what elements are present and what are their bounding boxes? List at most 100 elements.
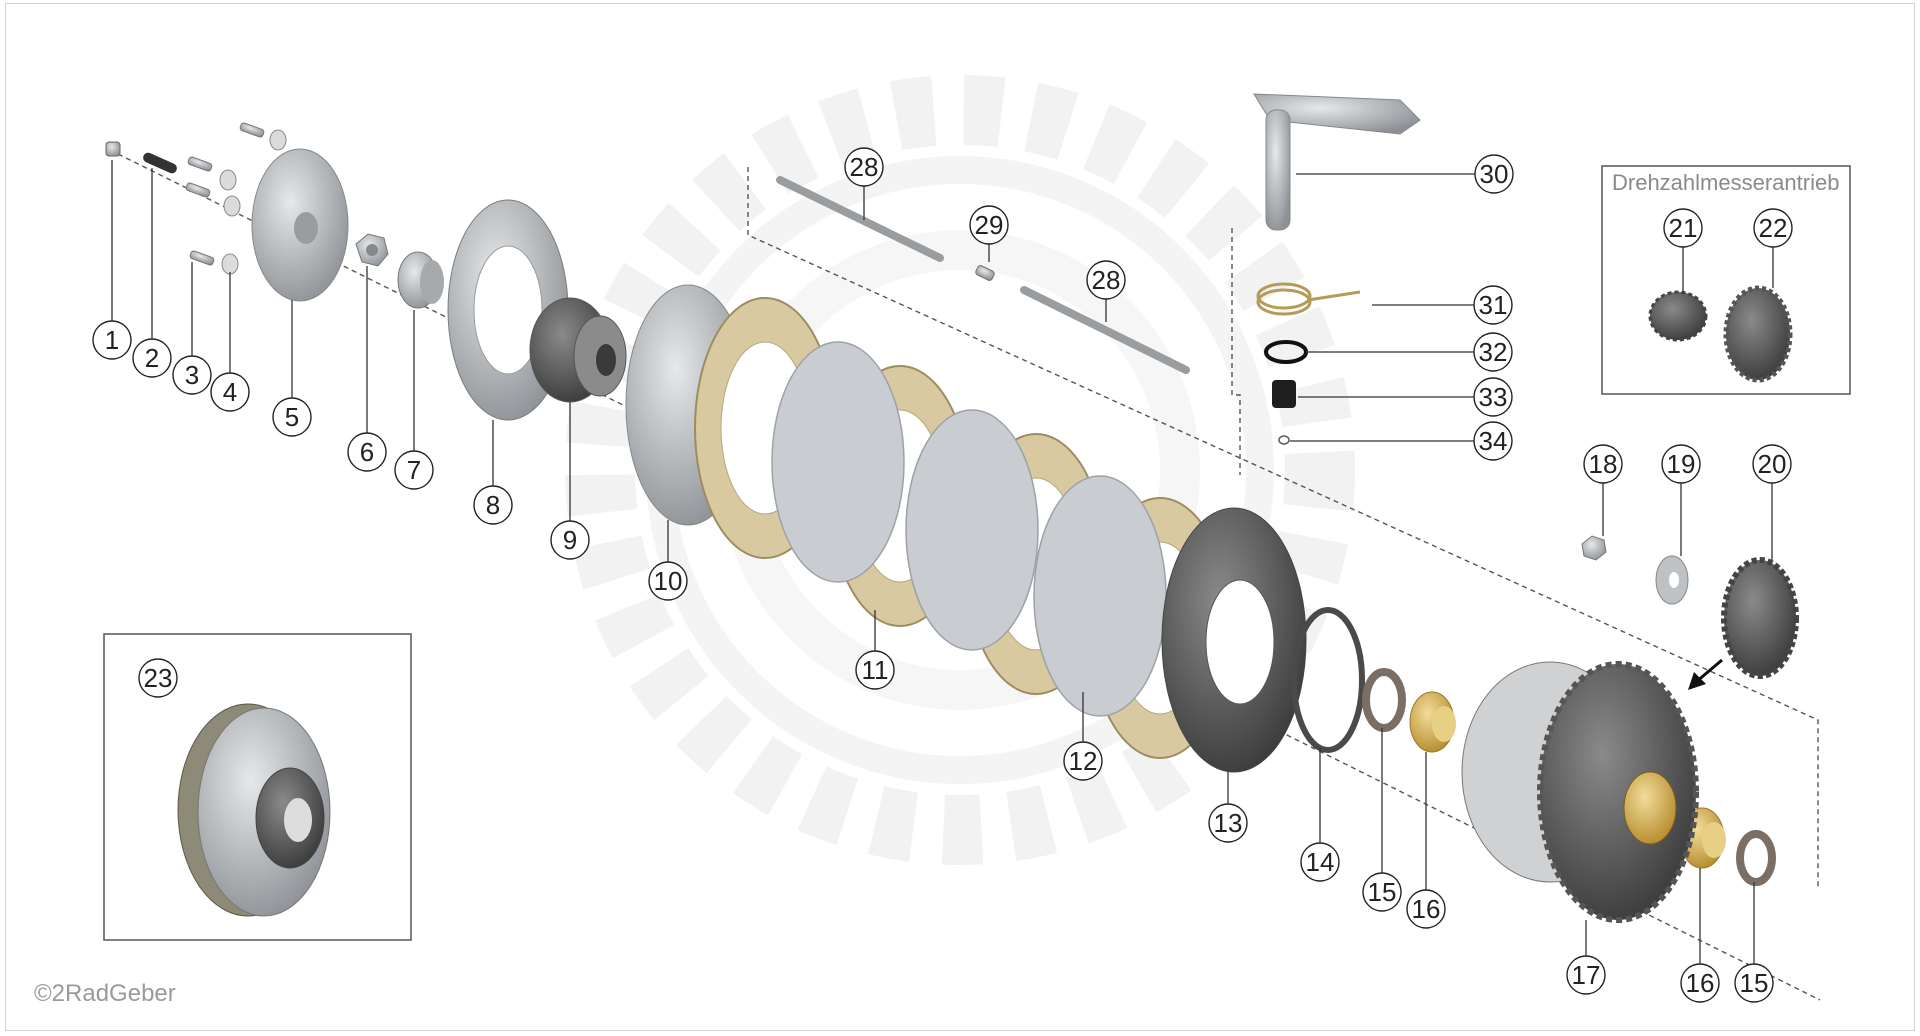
copyright-text: ©2RadGeber	[34, 980, 176, 1007]
part-12-steel-plates	[771, 341, 1167, 717]
callout-5: 5	[272, 300, 312, 437]
callout-19: 19	[1661, 444, 1701, 556]
inset-tacho-title: Drehzahlmesserantrieb	[1612, 170, 1840, 195]
callout-18: 18	[1583, 444, 1623, 536]
callout-circle	[1208, 803, 1248, 843]
callout-number: 6	[360, 437, 374, 467]
callout-circle	[1473, 285, 1513, 325]
part-1-nut	[105, 141, 121, 157]
callout-6: 6	[347, 266, 387, 472]
callout-number: 31	[1479, 290, 1508, 320]
callout-circle	[1583, 444, 1623, 484]
callout-number: 21	[1669, 213, 1698, 243]
callout-circle	[92, 320, 132, 360]
callout-circle	[844, 147, 884, 187]
callout-number: 7	[407, 455, 421, 485]
part-13-backing-plate	[1161, 507, 1307, 773]
callout-circle	[550, 520, 590, 560]
part-20-gear	[1721, 557, 1799, 679]
callout-number: 28	[1092, 265, 1121, 295]
callout-circle	[1063, 741, 1103, 781]
callout-23: 23	[138, 658, 178, 698]
callout-circle	[1473, 421, 1513, 461]
part-33-seal	[1272, 380, 1296, 408]
part-6-nut	[355, 233, 389, 267]
callout-33: 33	[1298, 377, 1513, 417]
callout-30: 30	[1296, 154, 1514, 194]
callout-8: 8	[473, 420, 513, 525]
callout-circle	[473, 485, 513, 525]
callout-number: 34	[1479, 426, 1508, 456]
callout-13: 13	[1208, 772, 1248, 843]
callout-20: 20	[1752, 444, 1792, 560]
callout-circle	[132, 338, 172, 378]
callout-circle	[648, 561, 688, 601]
callout-11: 11	[855, 610, 895, 690]
callout-29: 29	[969, 205, 1009, 262]
callout-circle	[1661, 444, 1701, 484]
part-19-washer	[1655, 555, 1689, 605]
callout-number: 2	[145, 343, 159, 373]
callout-number: 19	[1667, 449, 1696, 479]
callout-number: 18	[1589, 449, 1618, 479]
callout-number: 5	[285, 402, 299, 432]
callout-number: 12	[1069, 746, 1098, 776]
part-28-push-rods	[776, 176, 1190, 374]
part-22-tacho-gear	[1723, 285, 1793, 383]
callout-number: 32	[1479, 337, 1508, 367]
callout-number: 15	[1740, 968, 1769, 998]
callout-number: 28	[850, 152, 879, 182]
callout-circle	[1406, 889, 1446, 929]
callout-31: 31	[1372, 285, 1513, 325]
callout-7: 7	[394, 310, 434, 490]
callout-number: 29	[975, 210, 1004, 240]
callout-17: 17	[1566, 920, 1606, 995]
callout-1: 1	[92, 160, 132, 360]
callout-circle	[1680, 963, 1720, 1003]
callout-10: 10	[648, 520, 688, 601]
callout-number: 4	[223, 377, 237, 407]
callout-circle	[272, 397, 312, 437]
callout-circle	[1473, 332, 1513, 372]
callout-circle	[1362, 872, 1402, 912]
callout-circle	[394, 450, 434, 490]
callout-circle	[1663, 208, 1703, 248]
callout-circle	[347, 432, 387, 472]
callout-22: 22	[1753, 208, 1793, 288]
inset-tacho-drive-box	[1601, 165, 1851, 395]
callout-number: 16	[1412, 894, 1441, 924]
arrow-indicator	[1688, 658, 1723, 690]
part-2-pin	[143, 152, 177, 174]
callout-circle	[1474, 154, 1514, 194]
callout-15: 15	[1734, 882, 1774, 1003]
part-30-lever	[1253, 93, 1421, 231]
part-18-nut	[1581, 535, 1607, 561]
callout-circle	[855, 650, 895, 690]
callout-16: 16	[1680, 868, 1720, 1003]
callout-circle	[210, 372, 250, 412]
callout-3: 3	[172, 262, 212, 395]
part-23-assembled-clutch	[177, 703, 331, 917]
callout-circle	[1753, 208, 1793, 248]
callout-15: 15	[1362, 728, 1402, 912]
callout-circle	[172, 355, 212, 395]
part-5-pressure-plate	[251, 148, 349, 302]
callout-12: 12	[1063, 692, 1103, 781]
callout-circle	[1086, 260, 1126, 300]
callout-4: 4	[210, 272, 250, 412]
part-34-clip	[1278, 435, 1290, 445]
callout-number: 13	[1214, 808, 1243, 838]
callout-28: 28	[844, 147, 884, 220]
callout-number: 15	[1368, 877, 1397, 907]
callout-number: 22	[1759, 213, 1788, 243]
callout-circle	[969, 205, 1009, 245]
callout-circle	[1566, 955, 1606, 995]
callout-number: 16	[1686, 968, 1715, 998]
callout-number: 3	[185, 360, 199, 390]
part-15-thrust-washers	[1362, 668, 1776, 886]
part-3-screws	[185, 122, 265, 266]
callout-34: 34	[1290, 421, 1513, 461]
part-31-spring	[1256, 282, 1361, 316]
callout-circle	[1300, 842, 1340, 882]
